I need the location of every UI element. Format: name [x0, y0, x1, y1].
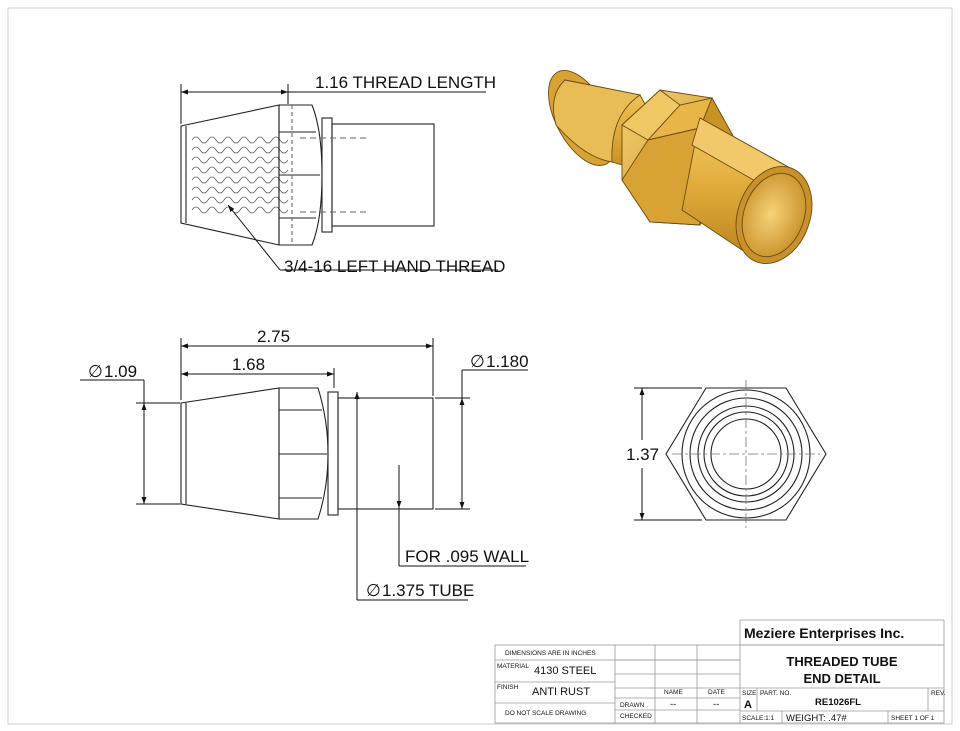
iso-render: [548, 70, 813, 265]
nose-diameter-symbol: ∅: [88, 362, 103, 381]
tube-od-symbol: ∅: [470, 352, 485, 371]
size-label: SIZE: [742, 690, 757, 697]
size-value: A: [744, 699, 752, 711]
tube-size-symbol: ∅: [366, 581, 381, 600]
tube-od-label: 1.180: [486, 352, 529, 371]
thread-pattern: [191, 136, 289, 214]
dimensions-note: DIMENSIONS ARE IN INCHES: [505, 650, 596, 657]
rev-label: REV.: [931, 690, 946, 697]
title-line-2: END DETAIL: [803, 671, 880, 686]
scale-label: SCALE:1:1: [742, 715, 775, 722]
overall-length-dimension: [80, 338, 528, 601]
do-not-scale-note: DO NOT SCALE DRAWING: [505, 710, 586, 717]
side-view: [180, 387, 434, 520]
nose-diameter-label: 1.09: [104, 362, 137, 381]
tube-size-label: 1.375 TUBE: [382, 581, 474, 600]
part-no-value: RE1026FL: [815, 697, 861, 708]
drawn-label: DRAWN: [620, 702, 645, 709]
date-header: DATE: [708, 689, 726, 696]
finish-label: FINISH: [497, 684, 519, 691]
company-name: Meziere Enterprises Inc.: [744, 625, 904, 641]
hex-dimension: [634, 387, 702, 521]
sheet-label: SHEET 1 OF 1: [891, 715, 935, 722]
name-header: NAME: [664, 689, 683, 696]
threaded-side-view: [180, 104, 435, 246]
part-no-label: PART. NO.: [760, 690, 791, 697]
hex-across-label: 1.37: [626, 445, 659, 464]
overall-length-label: 2.75: [257, 327, 290, 346]
title-block: [494, 619, 945, 724]
material-value: 4130 STEEL: [534, 665, 596, 677]
thread-length-label: 1.16 THREAD LENGTH: [315, 73, 496, 92]
drawn-date: --: [713, 699, 719, 710]
body-length-label: 1.68: [232, 355, 265, 374]
sheet-border: [7, 7, 953, 725]
checked-label: CHECKED: [620, 713, 652, 720]
finish-value: ANTI RUST: [532, 686, 590, 698]
material-label: MATERIAL: [497, 663, 529, 670]
thread-leader: [227, 204, 498, 271]
title-line-1: THREADED TUBE: [786, 654, 898, 669]
drawn-name: --: [670, 699, 676, 710]
thread-length-dimension: [180, 84, 486, 124]
weight-label: WEIGHT: .47#: [786, 713, 847, 724]
left-hand-thread-label: 3/4-16 LEFT HAND THREAD: [284, 257, 505, 276]
end-view: [665, 380, 827, 528]
wall-note-label: FOR .095 WALL: [405, 547, 529, 566]
